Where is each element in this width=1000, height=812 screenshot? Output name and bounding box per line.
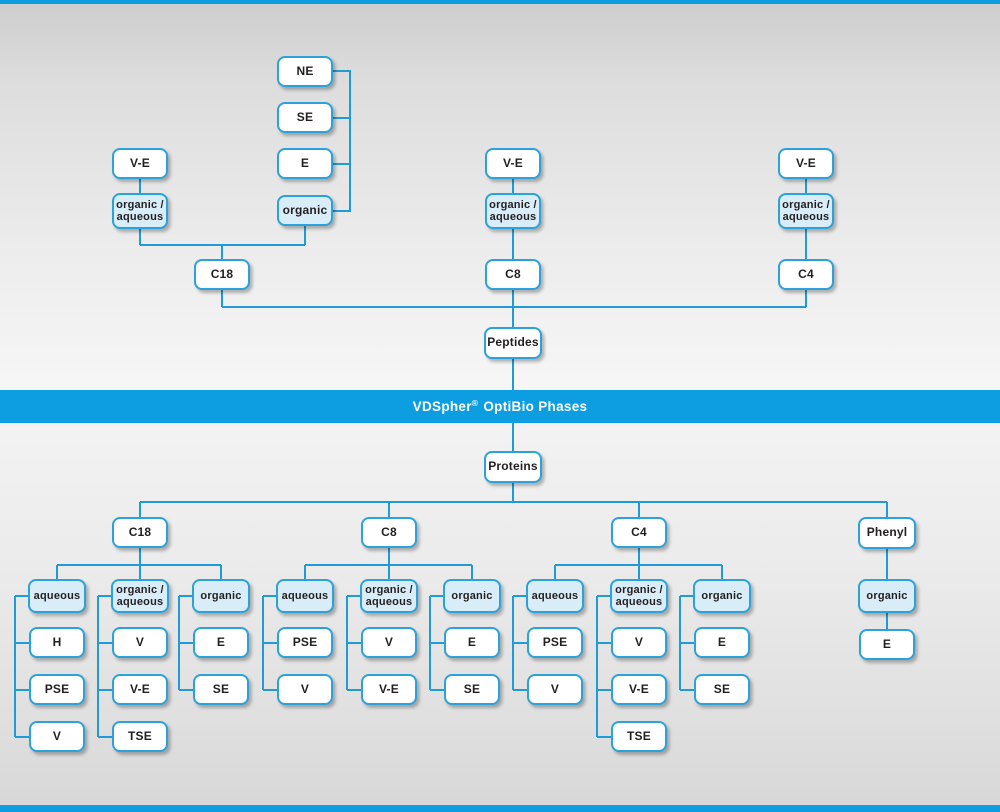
node-pro-c18-aq-pse: PSE: [29, 674, 85, 705]
node-pro-c18-aqueous: aqueous: [28, 579, 86, 613]
node-pro-c4-oa-tse: TSE: [611, 721, 667, 752]
node-pep-c18-organic: organic: [277, 195, 333, 226]
title-banner: VDSpher® OptiBio Phases: [0, 390, 1000, 423]
node-pro-c18: C18: [112, 517, 168, 548]
node-pro-c4-oa-ve: V-E: [611, 674, 667, 705]
node-pep-c18-se: SE: [277, 102, 333, 133]
node-pep-c4-ve: V-E: [778, 148, 834, 179]
node-pro-phenyl-organic: organic: [858, 579, 916, 613]
node-pep-c8: C8: [485, 259, 541, 290]
node-pro-c8-or-e: E: [444, 627, 500, 658]
node-pro-c18-oa-ve: V-E: [112, 674, 168, 705]
node-proteins-root: Proteins: [484, 451, 542, 483]
node-pep-c18-ne: NE: [277, 56, 333, 87]
node-pro-c8-aq-v: V: [277, 674, 333, 705]
node-pro-c4-or-se: SE: [694, 674, 750, 705]
node-pro-c18-aq-v: V: [29, 721, 85, 752]
node-pro-c4-oa-v: V: [611, 627, 667, 658]
bottom-accent-bar: [0, 805, 1000, 812]
node-pro-c4: C4: [611, 517, 667, 548]
banner-suffix: OptiBio Phases: [483, 399, 588, 414]
node-pro-c8-organic-aqueous: organic / aqueous: [360, 579, 418, 613]
node-pro-c8-oa-v: V: [361, 627, 417, 658]
node-pep-c8-organic-aqueous: organic / aqueous: [485, 193, 541, 229]
node-pep-c4-organic-aqueous: organic / aqueous: [778, 193, 834, 229]
node-pro-c18-organic: organic: [192, 579, 250, 613]
node-pep-c8-ve: V-E: [485, 148, 541, 179]
phase-bracket-connectors: [14, 595, 722, 738]
node-pro-c18-or-e: E: [193, 627, 249, 658]
top-accent-bar: [0, 0, 1000, 4]
node-pro-c4-aq-v: V: [527, 674, 583, 705]
node-pep-c4: C4: [778, 259, 834, 290]
node-peptides-root: Peptides: [484, 327, 542, 359]
node-pro-c18-oa-v: V: [112, 627, 168, 658]
node-pro-c4-organic: organic: [693, 579, 751, 613]
node-pro-phenyl: Phenyl: [858, 517, 916, 549]
node-pep-c18-ve: V-E: [112, 148, 168, 179]
node-pro-c4-aqueous: aqueous: [526, 579, 584, 613]
node-pro-c8-or-se: SE: [444, 674, 500, 705]
node-pro-c8-aqueous: aqueous: [276, 579, 334, 613]
node-pro-c18-aq-h: H: [29, 627, 85, 658]
node-pro-c8-oa-ve: V-E: [361, 674, 417, 705]
node-pro-c18-or-se: SE: [193, 674, 249, 705]
node-pro-c18-oa-tse: TSE: [112, 721, 168, 752]
node-pep-c18: C18: [194, 259, 250, 290]
node-pro-c4-or-e: E: [694, 627, 750, 658]
node-pro-c8-aq-pse: PSE: [277, 627, 333, 658]
banner-brand: VDSpher: [412, 399, 472, 414]
node-pro-c8: C8: [361, 517, 417, 548]
protein-trunk-connectors: [56, 501, 888, 645]
node-pro-c8-organic: organic: [443, 579, 501, 613]
node-pro-c4-organic-aqueous: organic / aqueous: [610, 579, 668, 613]
node-pro-c4-aq-pse: PSE: [527, 627, 583, 658]
node-pro-phenyl-or-e: E: [859, 629, 915, 660]
node-pep-c18-organic-aqueous: organic / aqueous: [112, 193, 168, 229]
registered-mark: ®: [471, 397, 479, 408]
node-pep-c18-e: E: [277, 148, 333, 179]
node-pro-c18-organic-aqueous: organic / aqueous: [111, 579, 169, 613]
